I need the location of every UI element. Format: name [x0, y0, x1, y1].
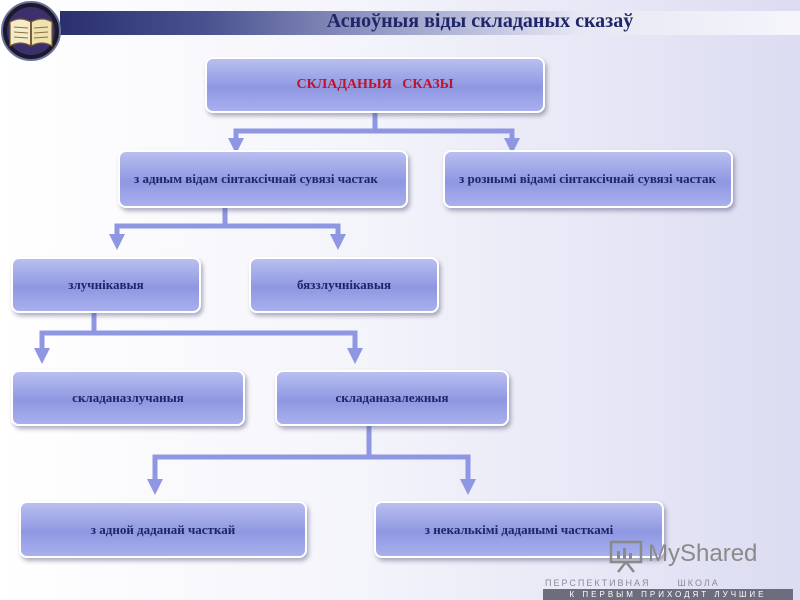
node-level4-left: з адной даданай часткай	[19, 501, 307, 558]
node-level3-right: складаназалежныя	[275, 370, 509, 426]
node-level4-right-label: з некалькімі даданымі часткамі	[424, 521, 614, 537]
page-title: Асноўныя віды складаных сказаў	[326, 10, 634, 32]
node-level2-left: злучнікавыя	[11, 257, 201, 313]
node-level2-right: бяззлучнікавыя	[249, 257, 439, 313]
node-level3-left-label: складаназлучаныя	[72, 390, 184, 405]
footer-tagline-top: ПЕРСПЕКТИВНАЯ ШКОЛА	[545, 578, 720, 588]
node-level4-left-label: з адной даданай часткай	[90, 521, 236, 537]
node-root: СКЛАДАНЫЯ СКАЗЫ	[205, 57, 545, 113]
node-level1-right: з рознымі відамі сінтаксічнай сувязі час…	[443, 150, 733, 208]
node-level2-right-label: бяззлучнікавыя	[296, 277, 392, 292]
node-level1-left: з адным відам сінтаксічнай сувязі частак	[118, 150, 408, 208]
node-level3-right-label: складаназалежныя	[335, 390, 449, 405]
node-level3-left: складаназлучаныя	[11, 370, 245, 426]
header-bar	[60, 11, 800, 35]
node-root-label: СКЛАДАНЫЯ СКАЗЫ	[296, 77, 454, 92]
node-level1-right-label: з рознымі відамі сінтаксічнай сувязі час…	[459, 171, 716, 186]
node-level4-right: з некалькімі даданымі часткамі	[374, 501, 664, 558]
footer-tagline-bottom: К ПЕРВЫМ ПРИХОДЯТ ЛУЧШИЕ	[543, 589, 793, 600]
presentation-icon	[609, 540, 643, 573]
node-level1-left-label: з адным відам сінтаксічнай сувязі частак	[134, 171, 378, 186]
book-logo-icon	[0, 0, 62, 62]
node-level2-left-label: злучнікавыя	[68, 277, 144, 292]
watermark-brand: MyShared	[648, 540, 758, 567]
